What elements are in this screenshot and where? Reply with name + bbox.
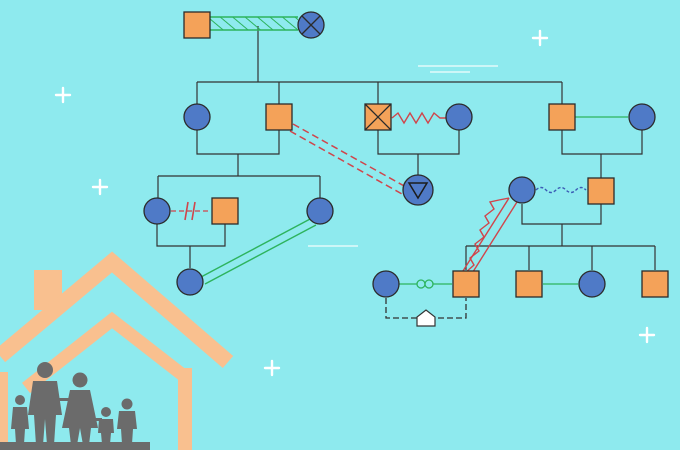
male-node[interactable] bbox=[515, 270, 543, 298]
house-outline-icon bbox=[0, 251, 234, 450]
sparkle-icon bbox=[91, 178, 109, 196]
female-node[interactable] bbox=[628, 103, 656, 131]
relationship-engaged bbox=[399, 279, 452, 289]
female-node[interactable] bbox=[445, 103, 473, 131]
house-icon bbox=[416, 309, 436, 327]
relationship-separated bbox=[171, 201, 210, 221]
descent-lines bbox=[156, 26, 656, 270]
pregnancy-node[interactable] bbox=[402, 174, 434, 206]
male-node[interactable] bbox=[211, 197, 239, 225]
sparkle-icon bbox=[263, 359, 281, 377]
deceased-female-node[interactable] bbox=[297, 11, 325, 39]
sparkles bbox=[54, 29, 656, 377]
male-node[interactable] bbox=[183, 11, 211, 39]
relationship-violence bbox=[462, 197, 518, 276]
female-node[interactable] bbox=[578, 270, 606, 298]
relationship-harmony bbox=[200, 217, 317, 285]
people bbox=[143, 11, 669, 298]
relationship-lines bbox=[171, 16, 628, 327]
male-node[interactable] bbox=[587, 177, 615, 205]
faint-streaks bbox=[308, 65, 498, 247]
male-node[interactable] bbox=[265, 103, 293, 131]
relationship-hostile bbox=[289, 123, 407, 195]
female-node[interactable] bbox=[306, 197, 334, 225]
male-node[interactable] bbox=[548, 103, 576, 131]
deceased-male-node[interactable] bbox=[364, 103, 392, 131]
female-node[interactable] bbox=[372, 270, 400, 298]
sparkle-icon bbox=[638, 326, 656, 344]
relationship-fused bbox=[210, 16, 298, 31]
relationship-conflict bbox=[391, 111, 446, 125]
female-node[interactable] bbox=[176, 268, 204, 296]
relationship-shared-household bbox=[385, 298, 467, 327]
sparkle-icon bbox=[54, 86, 72, 104]
female-node[interactable] bbox=[143, 197, 171, 225]
family-silhouette-icon bbox=[0, 362, 150, 450]
male-node[interactable] bbox=[452, 270, 480, 298]
sparkle-icon bbox=[531, 29, 549, 47]
male-node[interactable] bbox=[641, 270, 669, 298]
female-node[interactable] bbox=[508, 176, 536, 204]
female-node[interactable] bbox=[183, 103, 211, 131]
relationship-distant bbox=[535, 186, 587, 194]
